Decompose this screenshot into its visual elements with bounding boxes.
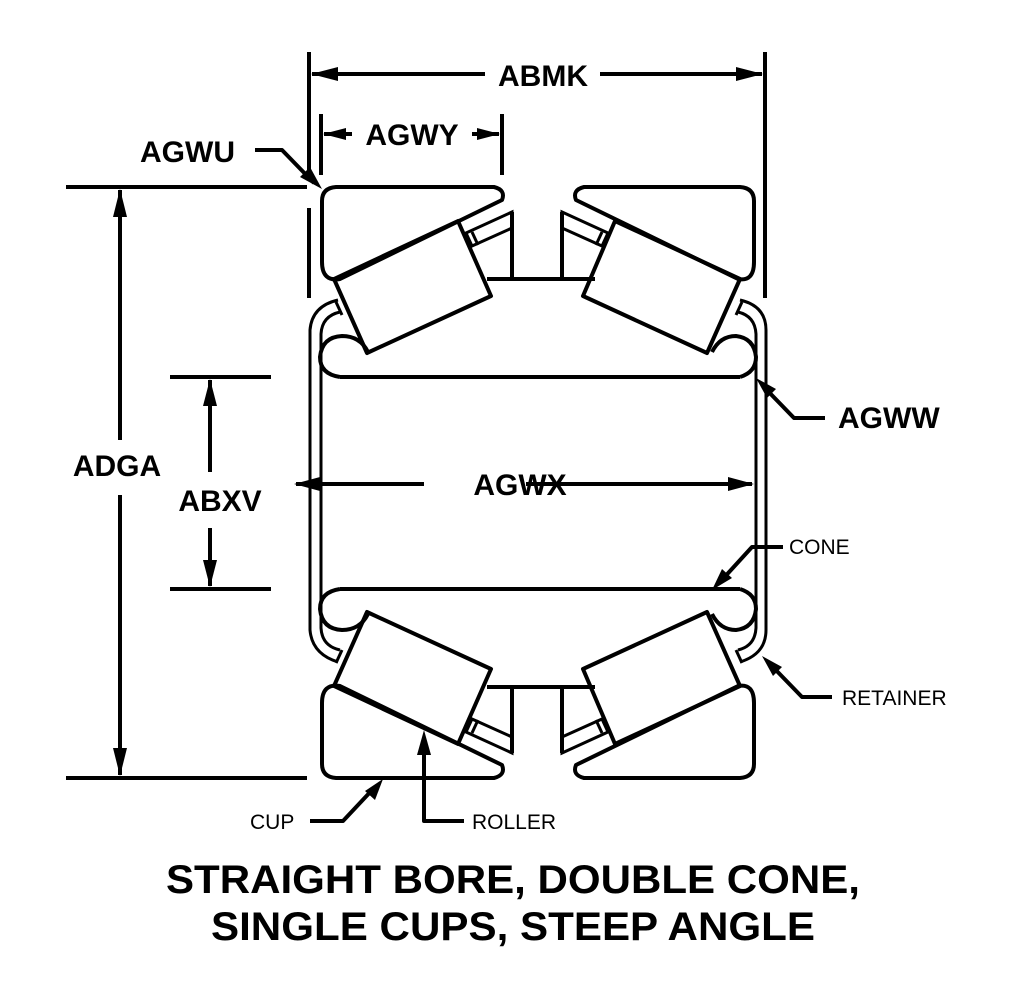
agwu-label: AGWU	[140, 136, 235, 169]
roller-leader-line	[422, 745, 464, 823]
cone-top-right-rib	[710, 334, 758, 379]
agwy-arrow-right-icon	[477, 128, 500, 140]
cup-bottom-right	[573, 683, 756, 780]
caption: STRAIGHT BORE, DOUBLE CONE, SINGLE CUPS,…	[166, 858, 860, 949]
agwx-arrow-left-icon	[294, 477, 320, 491]
abmk-label: ABMK	[498, 60, 588, 93]
cup-arrow-icon	[365, 779, 383, 800]
roller-bottom-right	[581, 610, 742, 746]
roller-arrow-icon	[417, 730, 431, 755]
agwx-label: AGWX	[473, 469, 566, 502]
retainer-leader-line	[768, 662, 832, 699]
cup-bottom-left	[320, 683, 505, 780]
retainer-label: RETAINER	[842, 687, 947, 710]
abxv-arrow-up-icon	[203, 379, 217, 406]
cage-top-right-inner	[560, 209, 610, 248]
dimension-agwy: AGWY	[319, 114, 504, 175]
cage-bottom-left-slot	[470, 719, 480, 734]
roller-callout: ROLLER	[417, 730, 556, 834]
agwy-arrow-left-icon	[323, 128, 346, 140]
retainer-arrow-icon	[762, 656, 782, 676]
cage-tab-bottom-right	[734, 649, 744, 664]
bearing-body	[308, 185, 768, 780]
cage-tab-top-right	[734, 301, 744, 316]
cage-tab-top-left	[334, 301, 344, 316]
cage-top-right-slot	[594, 231, 604, 246]
adga-arrow-down-icon	[113, 748, 127, 776]
dimension-agwx: AGWX	[294, 469, 754, 502]
retainer-cages	[334, 209, 744, 756]
retainer-right-outer	[739, 298, 768, 664]
cage-bottom-right-inner	[560, 717, 610, 756]
adga-label: ADGA	[73, 450, 161, 483]
agwu-arrow-icon	[300, 167, 322, 189]
dimension-abxv: ABXV	[170, 375, 271, 591]
cup-top-left	[320, 185, 505, 282]
dimension-abmk: ABMK	[307, 52, 767, 298]
agwy-label: AGWY	[365, 119, 458, 152]
cup-leader-line	[310, 786, 376, 823]
agwx-arrow-right-icon	[728, 477, 754, 491]
abmk-arrow-left-icon	[311, 67, 338, 81]
caption-line-1: STRAIGHT BORE, DOUBLE CONE,	[166, 858, 860, 902]
roller-label: ROLLER	[472, 811, 556, 834]
agww-label: AGWW	[838, 402, 940, 435]
cone-bottom-left-rib	[318, 587, 370, 632]
abxv-arrow-down-icon	[203, 560, 217, 587]
cone-top-left-rib	[318, 334, 370, 379]
roller-top-left	[332, 219, 493, 355]
abxv-label: ABXV	[178, 485, 261, 518]
cage-tab-bottom-left	[334, 649, 344, 664]
cup-top-right	[573, 185, 756, 282]
retainer-left-outer	[308, 298, 339, 664]
dimension-adga: ADGA	[66, 185, 307, 780]
caption-line-2: SINGLE CUPS, STEEP ANGLE	[211, 905, 815, 949]
cup-callout: CUP	[250, 779, 383, 834]
roller-top-right	[581, 219, 742, 355]
rollers	[332, 219, 742, 746]
cone-arrow-icon	[712, 569, 732, 590]
dimension-agww: AGWW	[756, 378, 940, 435]
cone-leader-line	[718, 545, 783, 584]
retainer-left-inner	[319, 310, 341, 652]
adga-arrow-up-icon	[113, 189, 127, 217]
cage-top-left-slot	[470, 231, 480, 246]
cone-label: CONE	[789, 536, 850, 559]
cone	[318, 277, 758, 689]
cage-top-left-inner	[464, 209, 514, 248]
retainer-right-inner	[737, 310, 758, 652]
cone-bottom-right-rib	[710, 587, 758, 632]
agww-leader-line	[761, 384, 825, 420]
retainer-callout: RETAINER	[762, 656, 947, 710]
agww-arrow-icon	[756, 378, 776, 398]
agwu-leader-line	[255, 148, 316, 185]
roller-bottom-left	[332, 610, 493, 746]
cage-bottom-left-inner	[464, 717, 514, 756]
cage-bottom-right-slot	[594, 719, 604, 734]
abmk-arrow-right-icon	[736, 67, 763, 81]
dimension-agwu: AGWU	[140, 136, 322, 189]
cups	[320, 185, 756, 780]
cup-label: CUP	[250, 811, 294, 834]
cone-callout: CONE	[712, 536, 850, 590]
